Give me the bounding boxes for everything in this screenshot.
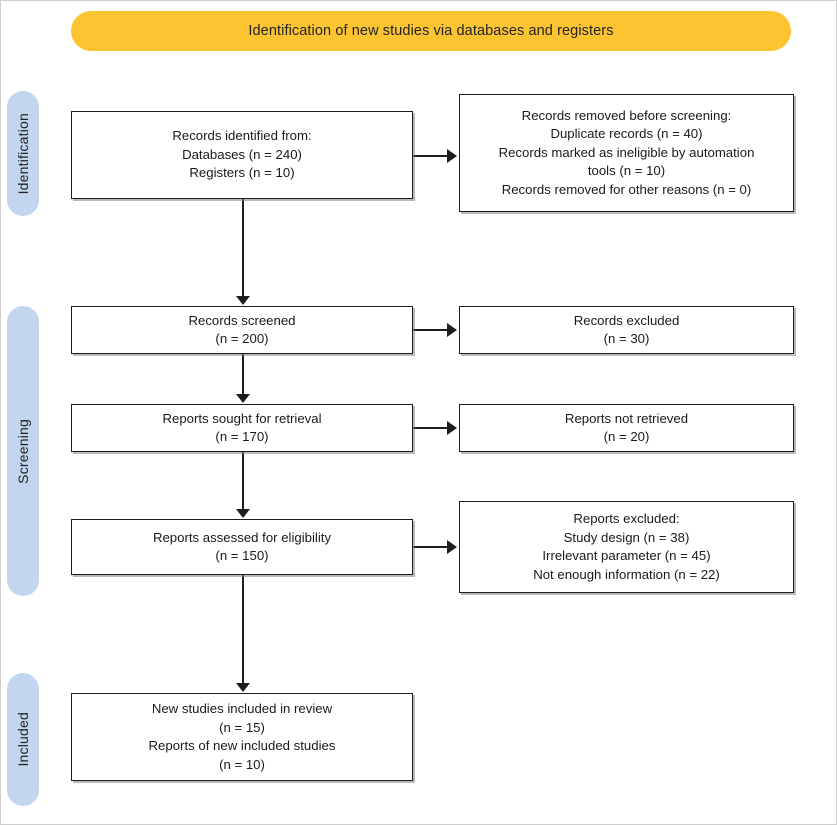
box-line: tools (n = 10) (587, 163, 666, 179)
box-line: (n = 170) (215, 429, 269, 444)
box-line: Records excluded (573, 312, 680, 328)
stage-pill-screening: Screening (7, 306, 39, 596)
box-reports-assessed-for-eligibility: Reports assessed for eligibility (n = 15… (71, 519, 413, 575)
arrowhead-assessed-to-included (236, 683, 250, 692)
box-line: Duplicate records (n = 40) (550, 126, 703, 142)
connector-assessed-to-included (242, 575, 244, 684)
box-reports-sought-for-retrieval: Reports sought for retrieval (n = 170) (71, 404, 413, 452)
banner-label: Identification of new studies via databa… (248, 23, 614, 39)
box-records-identified: Records identified from: Databases (n = … (71, 111, 413, 199)
box-line: Records screened (188, 312, 296, 328)
stage-label-identification: Identification (15, 112, 31, 195)
box-line: Study design (n = 38) (563, 529, 690, 545)
connector-screened-to-sought (242, 354, 244, 395)
box-new-studies-included: New studies included in review (n = 15) … (71, 693, 413, 781)
diagram-banner-title: Identification of new studies via databa… (71, 11, 791, 51)
box-line: Records identified from: (172, 128, 312, 144)
arrowhead-screened-to-sought (236, 394, 250, 403)
box-line: (n = 200) (215, 331, 269, 346)
box-line: New studies included in review (151, 701, 333, 716)
stage-label-screening: Screening (15, 418, 31, 484)
connector-screened-to-excluded (413, 329, 449, 331)
box-line: Reports sought for retrieval (162, 410, 322, 426)
box-line: Not enough information (n = 22) (533, 566, 720, 582)
box-line: Records marked as ineligible by automati… (498, 144, 755, 160)
box-line: (n = 10) (219, 756, 265, 772)
box-line: Reports excluded: (573, 511, 680, 526)
box-records-excluded: Records excluded (n = 30) (459, 306, 794, 354)
arrowhead-assessed-to-reportsexcluded (447, 540, 457, 554)
box-records-removed-before-screening: Records removed before screening: Duplic… (459, 94, 794, 212)
connector-sought-to-assessed (242, 452, 244, 510)
box-line: Irrelevant parameter (n = 45) (542, 548, 711, 563)
arrowhead-identified-to-removed (447, 149, 457, 163)
arrowhead-identified-to-screened (236, 296, 250, 305)
box-line: (n = 15) (219, 719, 265, 735)
box-line: Registers (n = 10) (189, 165, 295, 181)
box-line: Reports not retrieved (564, 410, 689, 426)
box-line: Databases (n = 240) (182, 146, 302, 162)
box-line: (n = 30) (603, 331, 650, 346)
box-records-screened: Records screened (n = 200) (71, 306, 413, 354)
arrowhead-sought-to-notretrieved (447, 421, 457, 435)
connector-sought-to-notretrieved (413, 427, 449, 429)
connector-identified-to-screened (242, 199, 244, 297)
connector-identified-to-removed (413, 155, 449, 157)
stage-label-included: Included (15, 712, 31, 767)
box-line: Reports assessed for eligibility (152, 529, 332, 545)
box-line: Reports of new included studies (148, 738, 336, 753)
box-line: Records removed for other reasons (n = 0… (501, 181, 752, 197)
box-reports-not-retrieved: Reports not retrieved (n = 20) (459, 404, 794, 452)
box-line: (n = 20) (603, 429, 650, 444)
box-reports-excluded: Reports excluded: Study design (n = 38) … (459, 501, 794, 593)
stage-pill-identification: Identification (7, 91, 39, 216)
box-line: Records removed before screening: (521, 107, 732, 123)
arrowhead-screened-to-excluded (447, 323, 457, 337)
arrowhead-sought-to-assessed (236, 509, 250, 518)
connector-assessed-to-reportsexcluded (413, 546, 449, 548)
stage-pill-included: Included (7, 673, 39, 806)
box-line: (n = 150) (215, 548, 269, 563)
